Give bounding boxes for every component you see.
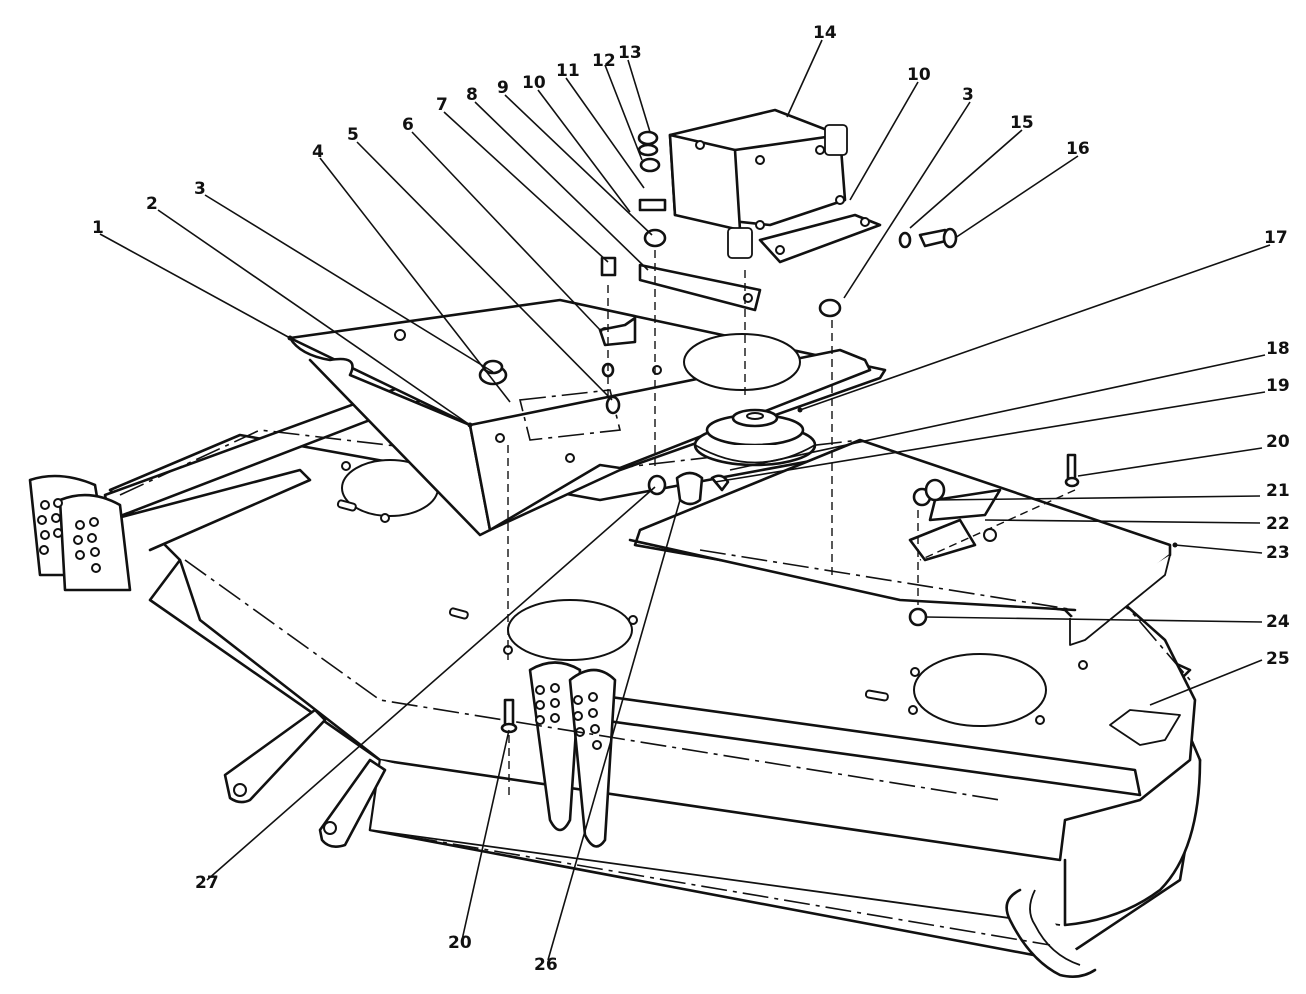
callout-17: 17	[1264, 228, 1288, 248]
callout-10: 10	[522, 73, 546, 93]
callout-14: 14	[813, 23, 837, 43]
callout-13: 13	[618, 43, 642, 63]
idler-plate	[288, 298, 887, 537]
callout-9: 9	[497, 78, 509, 98]
left-plate-holes	[37, 498, 101, 573]
callout-10-right: 10	[907, 65, 931, 85]
phantom-outline	[119, 429, 1191, 946]
gearbox	[637, 108, 958, 312]
callout-3-right: 3	[962, 85, 974, 105]
alignment-lines	[507, 250, 1076, 800]
callout-24: 24	[1266, 612, 1290, 632]
callout-1: 1	[92, 218, 104, 238]
callout-26: 26	[534, 955, 558, 975]
callout-6: 6	[402, 115, 414, 135]
callout-25: 25	[1266, 649, 1290, 669]
belt-guard	[628, 438, 1172, 646]
callout-20-bottom: 20	[448, 933, 472, 953]
callout-22: 22	[1266, 514, 1290, 534]
callout-27: 27	[195, 873, 219, 893]
callout-21: 21	[1266, 481, 1290, 501]
callout-8: 8	[466, 85, 478, 105]
callout-20-right: 20	[1266, 432, 1290, 452]
callout-2: 2	[146, 194, 158, 214]
callout-labels: 1 2 3 4 5 6 7 8 9 10 11 12 13 14 10 3 15…	[92, 23, 1290, 975]
callout-16: 16	[1066, 139, 1090, 159]
callout-12: 12	[592, 51, 616, 71]
callout-23: 23	[1266, 543, 1290, 563]
leader-lines	[99, 39, 1271, 961]
callout-7: 7	[436, 95, 448, 115]
callout-3: 3	[194, 179, 206, 199]
callout-5: 5	[347, 125, 359, 145]
callout-11: 11	[556, 61, 580, 81]
center-plate-holes	[535, 683, 602, 750]
callout-18: 18	[1266, 339, 1290, 359]
hitch-assembly	[28, 378, 617, 848]
callout-15: 15	[1010, 113, 1034, 133]
callout-4: 4	[312, 142, 324, 162]
callout-19: 19	[1266, 376, 1290, 396]
